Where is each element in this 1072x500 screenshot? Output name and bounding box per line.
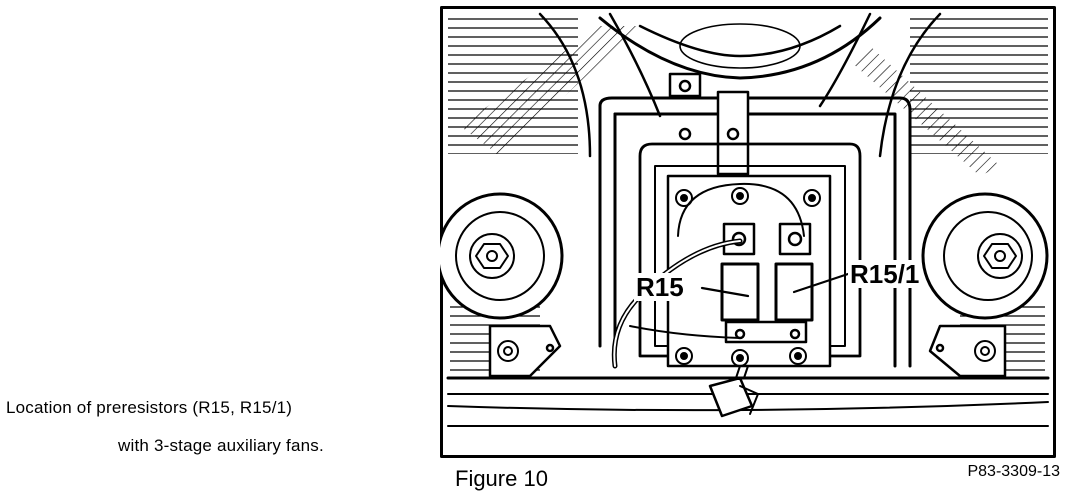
figure-label: Figure 10 <box>455 466 548 491</box>
caption-line-2: with 3-stage auxiliary fans. <box>118 436 324 455</box>
callout-r15-1: R15/1 <box>848 259 922 289</box>
caption-line-1: Location of preresistors (R15, R15/1) <box>6 398 293 417</box>
figure-code: P83-3309-13 <box>967 463 1060 480</box>
callout-r15: R15 <box>634 272 686 302</box>
technical-illustration <box>440 6 1056 458</box>
